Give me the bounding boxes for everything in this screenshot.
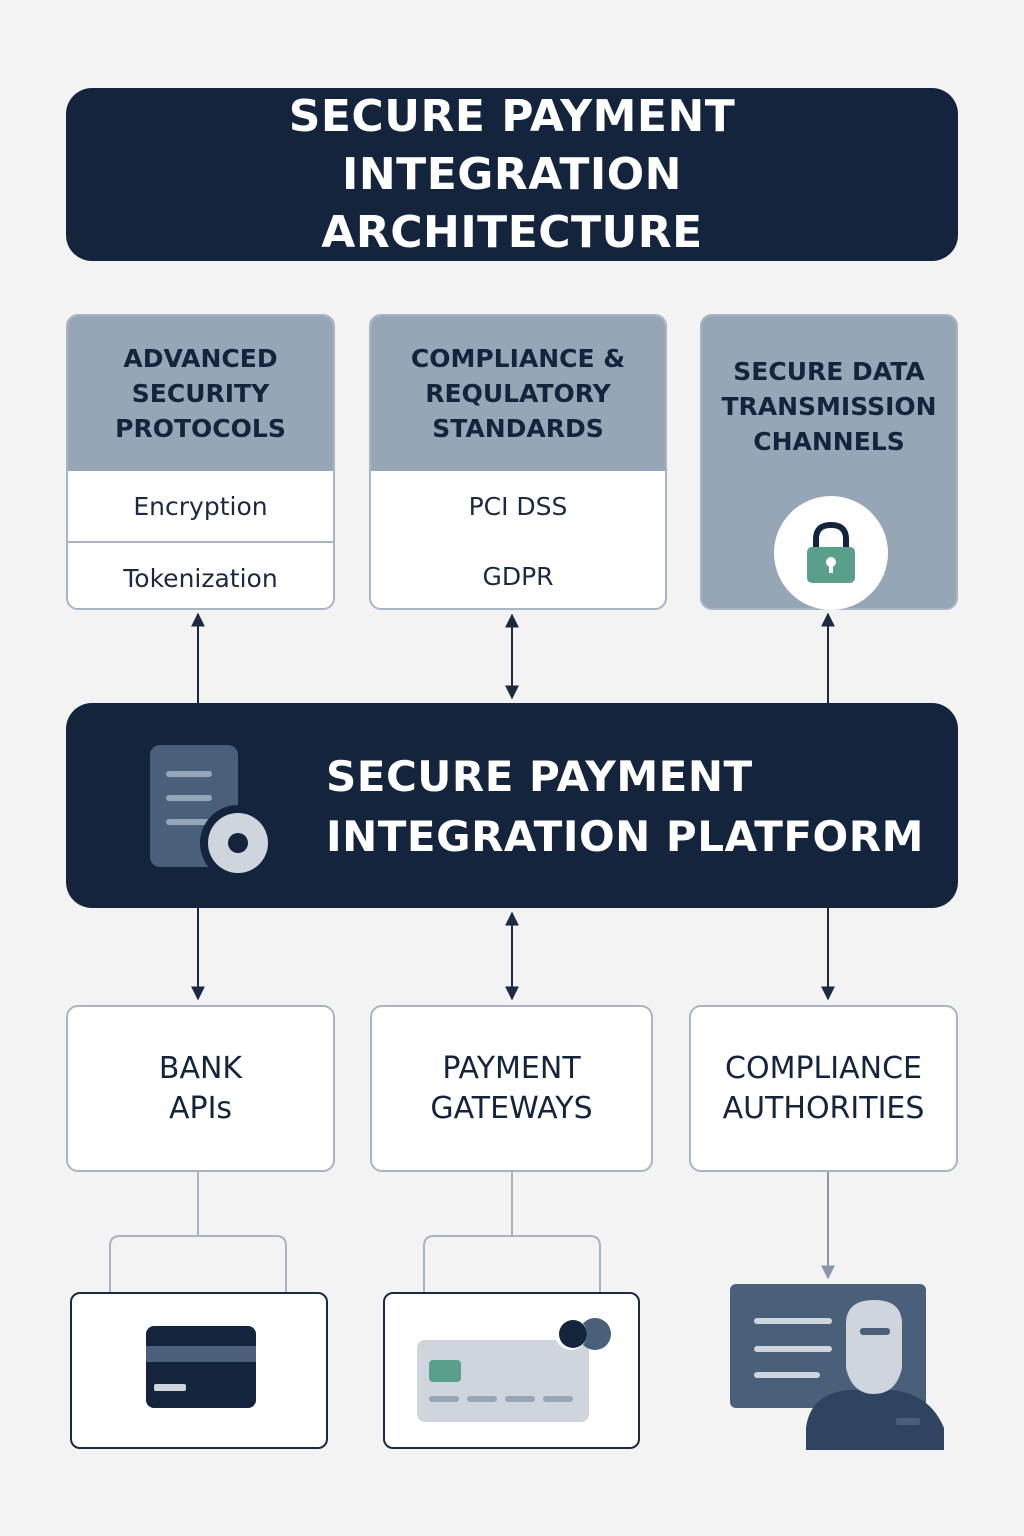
title-banner: SECURE PAYMENT INTEGRATION ARCHITECTURE [66, 88, 958, 261]
card-item-gdpr: GDPR [482, 561, 554, 591]
card-item-encryption: Encryption [133, 491, 268, 521]
card-security-heading: ADVANCED SECURITY PROTOCOLS [68, 316, 333, 471]
payment-card-icon [417, 1318, 611, 1422]
box-payment-gateways: PAYMENT GATEWAYS [370, 1005, 653, 1172]
platform-title: SECURE PAYMENT INTEGRATION PLATFORM [326, 752, 924, 861]
connector-bank-panel [109, 1172, 287, 1292]
gateway-card-panel [383, 1292, 640, 1449]
card-secure-transmission: SECURE DATA TRANSMISSION CHANNELS [700, 314, 958, 610]
card-compliance-heading: COMPLIANCE & REQULATORY STANDARDS [371, 316, 665, 471]
document-gear-icon [146, 743, 276, 887]
page-title: SECURE PAYMENT INTEGRATION ARCHITECTURE [288, 90, 736, 258]
padlock-icon [774, 496, 888, 610]
card-item-pci-dss: PCI DSS [468, 491, 568, 521]
card-compliance-standards: COMPLIANCE & REQULATORY STANDARDS PCI DS… [369, 314, 667, 610]
card-transmission-heading: SECURE DATA TRANSMISSION CHANNELS [721, 357, 937, 456]
credit-card-icon [146, 1326, 256, 1408]
id-badge-icon [730, 1284, 944, 1450]
bank-card-panel [70, 1292, 328, 1449]
box-compliance-authorities: COMPLIANCE AUTHORITIES [689, 1005, 958, 1172]
platform-banner: SECURE PAYMENT INTEGRATION PLATFORM [66, 703, 958, 908]
card-security-protocols: ADVANCED SECURITY PROTOCOLS Encryption T… [66, 314, 335, 610]
connector-gateway-panel [423, 1172, 601, 1292]
box-bank-apis: BANK APIs [66, 1005, 335, 1172]
card-item-tokenization: Tokenization [68, 541, 333, 608]
